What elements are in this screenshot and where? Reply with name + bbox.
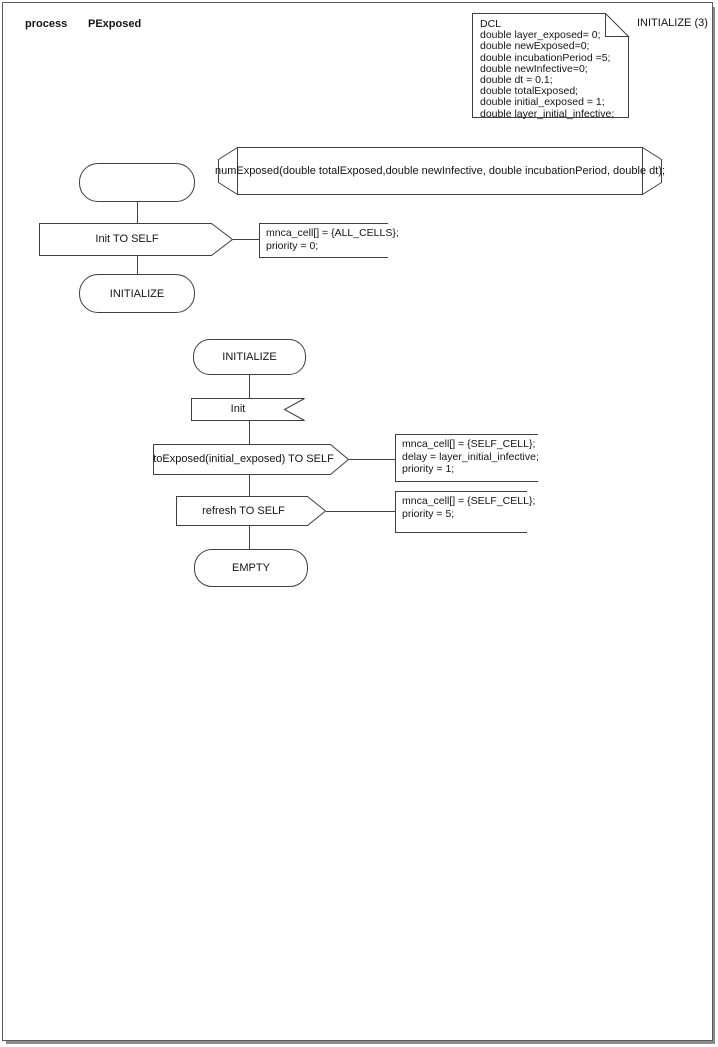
connector [249,421,250,444]
output-symbol-outline [153,444,350,475]
state-initialize-next[interactable]: INITIALIZE [79,274,195,313]
connector [137,256,138,275]
output-init-to-self[interactable]: Init TO SELF [39,223,234,256]
dcl-line: double totalExposed; [480,85,579,98]
dcl-line: double initial_exposed = 1; [480,96,605,109]
dcl-line: double layer_exposed= 0; [480,29,601,42]
signal-declaration-outline [218,147,662,195]
input-text: Init [230,403,246,415]
output-symbol-outline [39,223,234,256]
output-symbol-outline [176,496,327,526]
connector [137,202,138,223]
comment-line: mnca_cell[] = {SELF_CELL}; [402,495,536,507]
dcl-line: double incubationPeriod =5; [480,51,611,64]
dcl-line: double newExposed=0; [480,40,590,53]
connector [249,375,250,398]
state-label: INITIALIZE [109,287,165,300]
comment-box[interactable]: mnca_cell[] = {ALL_CELLS}; priority = 0; [259,223,399,258]
input-symbol-outline [191,398,305,421]
dcl-line: double layer_initial_infective; [480,107,615,120]
process-kind-label: process [25,18,68,30]
dcl-line: DCL [480,18,502,30]
comment-box[interactable]: mnca_cell[] = {SELF_CELL}; delay = layer… [395,434,539,482]
dcl-text-symbol[interactable] [472,13,629,118]
signal-declaration-text: numExposed(double totalExposed,double ne… [214,164,666,177]
connector [249,475,250,496]
process-name-label: PExposed [88,18,142,30]
connector [249,526,250,549]
state-label: INITIALIZE [222,351,277,363]
signal-declaration-symbol[interactable]: numExposed(double totalExposed,double ne… [214,147,666,195]
output-text: refresh TO SELF [202,504,285,517]
output-text: Init TO SELF [95,233,159,245]
comment-line: delay = layer_initial_infective; [402,450,539,463]
state-label: EMPTY [232,562,270,574]
dcl-line: double newInfective=0; [480,62,588,75]
comment-line: priority = 0; [266,239,319,252]
connector [326,511,395,512]
state-empty[interactable]: EMPTY [194,549,308,587]
output-toexposed-to-self[interactable]: toExposed(initial_exposed) TO SELF [153,444,350,475]
input-init[interactable]: Init [191,398,305,421]
dcl-line: double dt = 0.1; [480,74,553,87]
connector [349,459,395,460]
page-index-label: INITIALIZE (3) [637,17,708,29]
comment-box[interactable]: mnca_cell[] = {SELF_CELL}; priority = 5; [395,491,536,533]
comment-line: mnca_cell[] = {ALL_CELLS}; [266,227,399,239]
comment-line: mnca_cell[] = {SELF_CELL}; [402,438,536,450]
output-text: toExposed(initial_exposed) TO SELF [153,453,334,465]
folded-page-icon [472,13,629,118]
comment-line: priority = 1; [402,463,455,475]
connector [233,239,259,240]
output-refresh-to-self[interactable]: refresh TO SELF [176,496,327,526]
start-symbol[interactable] [79,163,195,202]
dcl-declarations: DCL double layer_exposed= 0; double newE… [480,18,615,120]
comment-line: priority = 5; [402,507,455,520]
state-initialize[interactable]: INITIALIZE [193,339,306,375]
